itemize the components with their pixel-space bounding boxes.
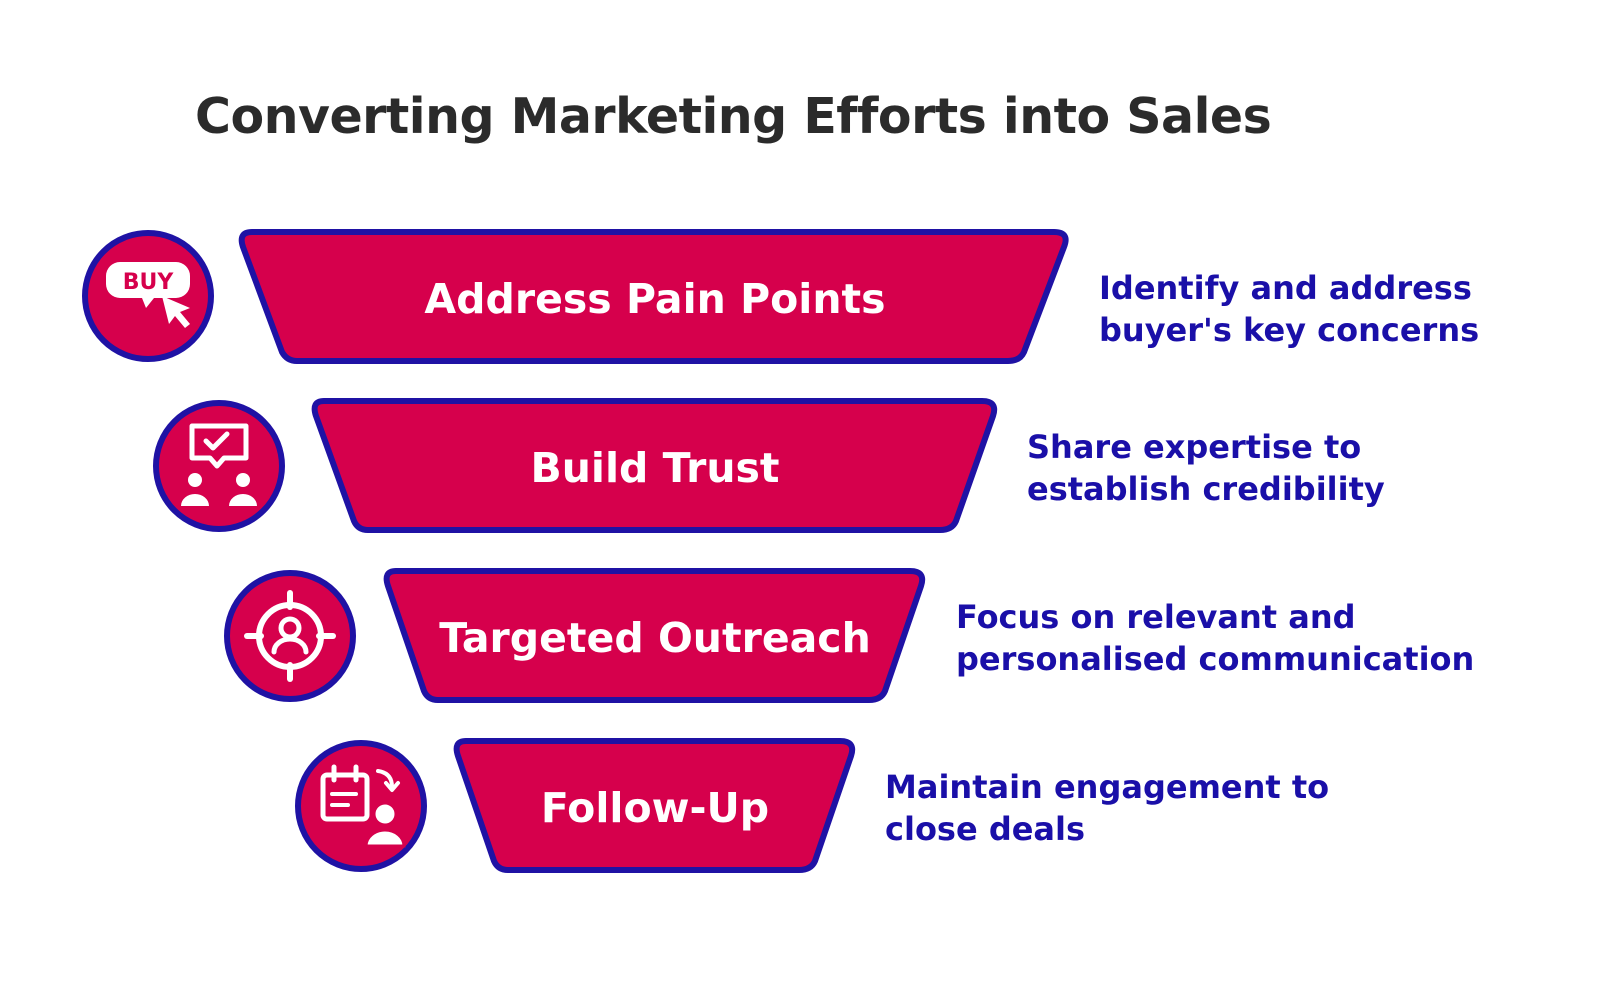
description-line: Share expertise to (1027, 428, 1362, 466)
description-line: Identify and address (1099, 269, 1472, 307)
stage-description-build-trust: Share expertise to establish credibility (1027, 426, 1385, 510)
funnel-band-1 (238, 229, 1069, 364)
stage-description-targeted-outreach: Focus on relevant and personalised commu… (956, 596, 1474, 680)
buy-cursor-icon: BUY (106, 262, 190, 328)
funnel-band-3 (383, 568, 926, 703)
calendar-person-icon (320, 764, 406, 848)
page-title: Converting Marketing Efforts into Sales (195, 88, 1272, 145)
stage-label: Follow-Up (541, 784, 769, 832)
funnel-stage-address-pain-points: BUY Address Pain Points (82, 229, 1069, 364)
stage-icon-circle (295, 740, 427, 872)
funnel-stage-build-trust: Build Trust (153, 398, 998, 533)
funnel-band-2 (311, 398, 998, 533)
description-line: close deals (885, 810, 1086, 848)
funnel-stage-follow-up: Follow-Up (295, 738, 856, 873)
buy-icon-text: BUY (123, 270, 175, 295)
description-line: buyer's key concerns (1099, 311, 1480, 349)
stage-label: Targeted Outreach (439, 614, 871, 662)
stage-description-address-pain-points: Identify and address buyer's key concern… (1099, 267, 1479, 351)
target-person-icon (244, 590, 336, 682)
stage-label: Address Pain Points (424, 275, 885, 323)
funnel-band-4 (453, 738, 856, 873)
description-line: Focus on relevant and (956, 598, 1356, 636)
stage-label: Build Trust (530, 444, 779, 492)
funnel-stage-targeted-outreach: Targeted Outreach (224, 568, 926, 703)
description-line: Maintain engagement to (885, 768, 1330, 806)
stage-description-follow-up: Maintain engagement to close deals (885, 766, 1329, 850)
people-chat-check-icon (181, 423, 257, 506)
description-line: establish credibility (1027, 470, 1385, 508)
description-line: personalised communication (956, 640, 1475, 678)
